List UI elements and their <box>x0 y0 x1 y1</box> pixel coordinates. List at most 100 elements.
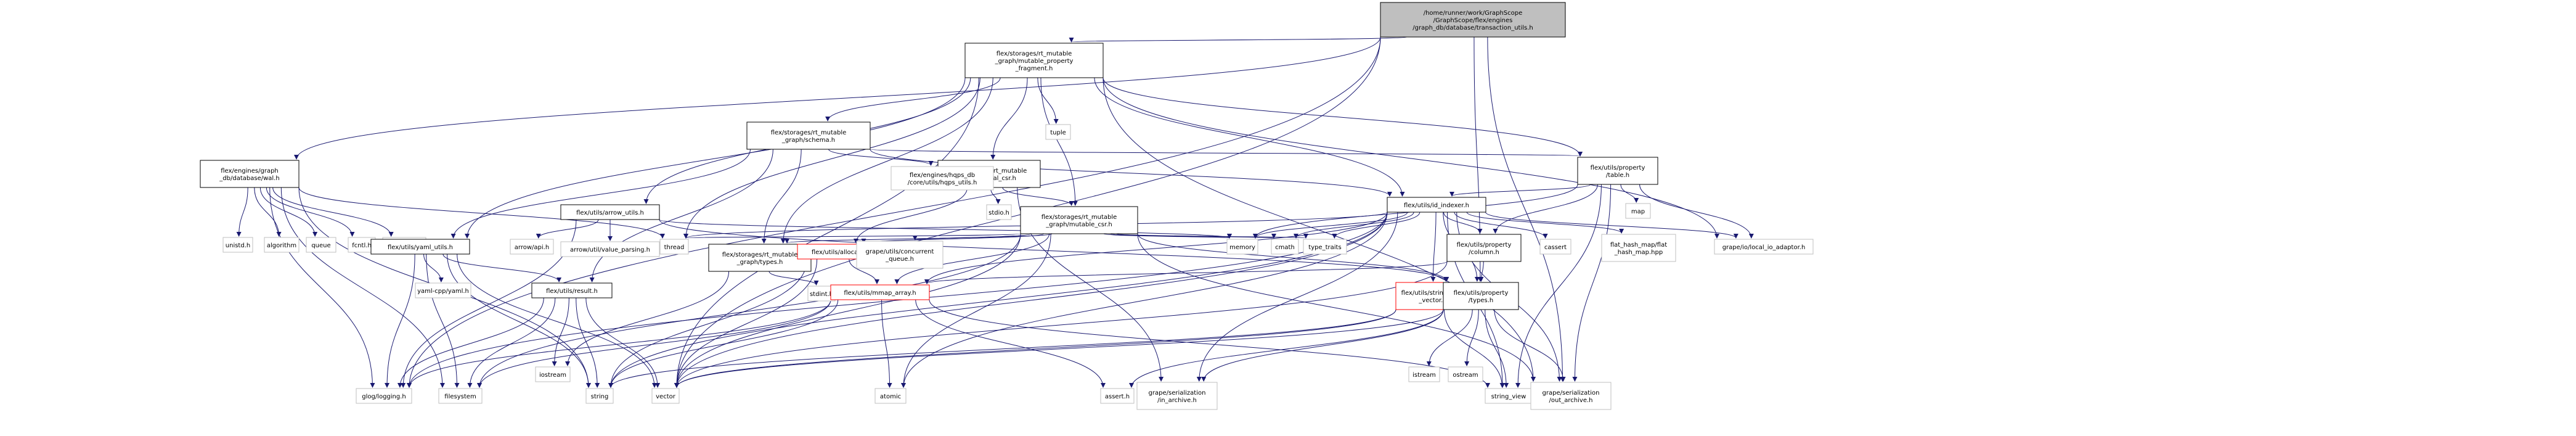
node-label-line: flat_hash_map/flat <box>1610 242 1667 249</box>
node-box <box>1530 382 1612 410</box>
node-ptable[interactable]: flex/utils/property/table.h <box>1577 157 1658 185</box>
node-layer: /home/runner/work/GraphScope/GraphScope/… <box>200 2 1814 410</box>
node-map: map <box>1625 203 1651 219</box>
edge-ptable-to-pcolumn <box>1493 184 1598 234</box>
node-box <box>986 204 1012 220</box>
node-label-line: flex/utils/allocators.h <box>812 249 876 256</box>
node-wal[interactable]: flex/engines/graph_db/database/wal.h <box>200 160 300 188</box>
edge-idindexer-to-atomic <box>901 212 1388 388</box>
node-box <box>560 241 660 257</box>
node-label-line: stdint.h <box>810 291 833 298</box>
node-box <box>510 239 554 255</box>
node-result[interactable]: flex/utils/result.h <box>531 282 613 298</box>
node-label-line: /GraphScope/flex/engines <box>1433 17 1513 24</box>
edge-arrowutils-to-ptypes <box>659 219 1448 282</box>
node-label-line: flex/storages/rt_mutable <box>997 51 1072 57</box>
node-label-line: flex/engines/hqps_db <box>910 172 975 179</box>
node-thread: thread <box>659 239 689 255</box>
edge-allocators-to-mmap <box>849 258 879 284</box>
node-box <box>306 237 336 253</box>
node-root[interactable]: /home/runner/work/GraphScope/GraphScope/… <box>1380 2 1566 38</box>
node-label-line: thread <box>664 244 685 251</box>
node-label-line: grape/io/local_io_adaptor.h <box>1722 244 1806 251</box>
node-label-line: flex/utils/string_view <box>1401 290 1465 297</box>
node-atomic: atomic <box>874 388 907 404</box>
edge-pcolumn-to-ptypes <box>1478 261 1484 282</box>
node-label-line: arrow/util/value_parsing.h <box>570 247 650 253</box>
node-label-line: /out_archive.h <box>1549 397 1593 404</box>
node-gtypes[interactable]: flex/storages/rt_mutable_graph/types.h <box>708 244 812 272</box>
edge-ptypes-to-ostream <box>1464 309 1479 366</box>
node-label-line: _db/database/wal.h <box>219 175 279 182</box>
node-schema[interactable]: flex/storages/rt_mutable_graph/schema.h <box>746 121 871 150</box>
node-yamlutils[interactable]: flex/utils/yaml_utils.h <box>370 239 470 255</box>
edge-arrowutils-to-memory <box>659 219 1232 239</box>
node-iostream: iostream <box>535 366 571 382</box>
node-label-line: queue <box>311 242 330 249</box>
node-pcolumn[interactable]: flex/utils/property/column.h <box>1446 234 1522 262</box>
node-box <box>1446 234 1522 262</box>
edge-dualcsr-to-mutcsr <box>1002 187 1074 206</box>
edge-idindexer-to-typetraits <box>1332 212 1420 239</box>
edge-ptable-to-stringview <box>1515 184 1602 388</box>
edge-mmap-to-atomic <box>881 299 892 388</box>
node-box <box>1539 239 1571 255</box>
edge-mpf-to-localio <box>1103 77 1719 239</box>
node-cmath: cmath <box>1271 239 1299 255</box>
node-label-line: _fragment.h <box>1015 65 1053 72</box>
edge-mutcsr-to-filesystem <box>477 233 1021 388</box>
node-box <box>1303 239 1347 255</box>
node-label-line: memory <box>1229 244 1255 251</box>
node-mutcsr[interactable]: flex/storages/rt_mutable_graph/mutable_c… <box>1020 206 1138 234</box>
edge-arrowutils-to-arrowapi <box>536 219 599 239</box>
edge-schema-to-idindexer <box>870 149 1392 197</box>
node-label-line: string_view <box>1491 393 1526 400</box>
edge-mpf-to-gtypes <box>780 77 993 244</box>
node-box <box>1380 2 1566 38</box>
edge-mpf-to-dualcsr <box>990 77 1028 160</box>
edge-result-to-iostream <box>552 297 569 366</box>
edge-mpf-to-ptable <box>1103 77 1583 157</box>
node-label-line: _graph/mutable_csr.h <box>1045 221 1112 228</box>
node-label-line: type_traits <box>1308 244 1341 251</box>
node-memory: memory <box>1226 239 1258 255</box>
edge-result-to-filesystem <box>467 297 556 388</box>
edge-result-to-glog <box>397 297 544 388</box>
edge-svv-to-string <box>608 309 1396 388</box>
node-label-line: _graph/mutable_property <box>995 58 1074 65</box>
edge-idindexer-to-svv <box>1430 212 1437 282</box>
edge-schema-to-gtypes <box>761 149 802 244</box>
node-ostream: ostream <box>1448 366 1483 382</box>
edge-yamlutils-to-result <box>442 253 562 282</box>
node-arrowutils[interactable]: flex/utils/arrow_utils.h <box>560 204 660 220</box>
node-concq: grape/utils/concurrent_queue.h <box>856 241 944 269</box>
edge-idindexer-to-inarchive <box>1196 212 1398 382</box>
edge-yamlutils-to-string <box>447 253 591 388</box>
node-asserth: assert.h <box>1100 388 1135 404</box>
edge-gtypes-to-iostream <box>565 271 730 366</box>
node-label-line: flex/utils/property <box>1591 165 1645 171</box>
node-label-line: _vector.h <box>1418 297 1446 304</box>
node-label-line: _hash_map.hpp <box>1614 249 1663 256</box>
edge-mpf-to-schema <box>825 77 1001 121</box>
node-mmap[interactable]: flex/utils/mmap_array.h <box>830 284 930 300</box>
node-label-line: flex/utils/property <box>1454 290 1509 297</box>
node-idindexer[interactable]: flex/utils/id_indexer.h <box>1387 197 1486 213</box>
edge-mutcsr-to-gtypes <box>785 233 1032 244</box>
node-box <box>415 282 471 298</box>
edge-idindexer-to-pcolumn <box>1443 212 1483 234</box>
node-box <box>1485 388 1533 404</box>
node-label-line: unistd.h <box>226 242 250 249</box>
edge-mpf-to-yamlutils <box>465 77 966 239</box>
node-box <box>370 239 470 255</box>
edge-mutcsr-to-outarchive <box>1137 233 1536 382</box>
node-mpf[interactable]: flex/storages/rt_mutable_graph/mutable_p… <box>964 43 1104 78</box>
edge-mpf-to-idindexer <box>1094 77 1405 197</box>
edge-wal-to-glog <box>269 187 375 388</box>
edge-result-to-string <box>576 297 600 388</box>
node-label-line: iostream <box>539 372 566 379</box>
node-ptypes[interactable]: flex/utils/property/types.h <box>1443 282 1519 310</box>
node-label-line: assert.h <box>1105 393 1130 400</box>
node-box <box>874 388 907 404</box>
